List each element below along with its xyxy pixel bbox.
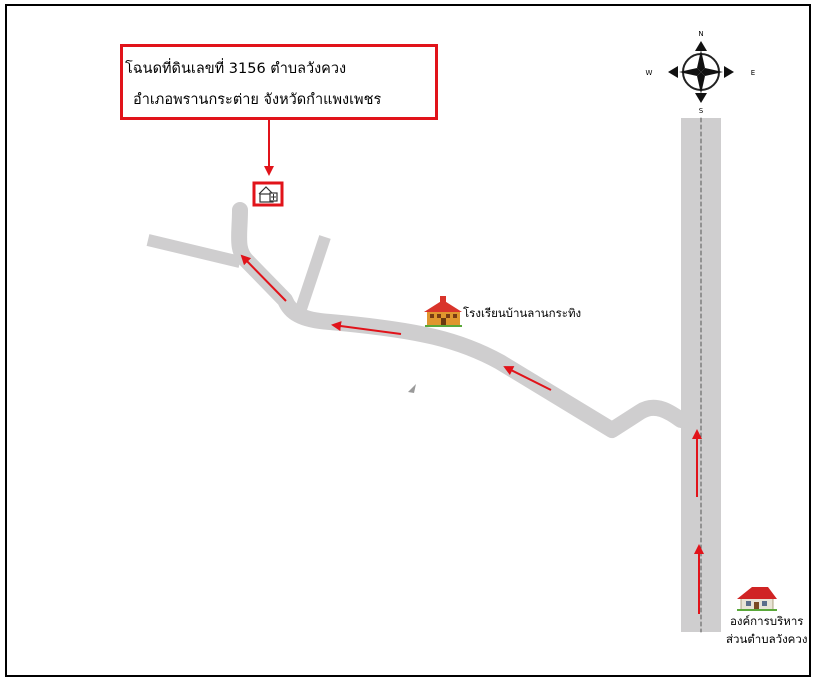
route-arrow: [503, 366, 552, 391]
map-frame: [5, 4, 811, 677]
route-arrow: [331, 321, 402, 335]
small-triangle-marker: [408, 384, 416, 393]
office-label-line-1: องค์การบริหาร: [729, 614, 804, 628]
title-line-1: โฉนดที่ดินเลขที่ 3156 ตำบลวังควง: [125, 61, 347, 77]
route-arrow: [240, 254, 287, 302]
route-arrows: [240, 120, 704, 614]
west-branch-road: [146, 234, 242, 268]
main-winding-road: [231, 202, 689, 438]
compass-north-label: N: [698, 30, 703, 38]
office-label: องค์การบริหาร ส่วนตำบลวังควง: [726, 612, 807, 648]
school-building-icon: [424, 296, 462, 327]
school-label: โรงเรียนบ้านลานกระทิง: [463, 306, 582, 320]
compass-west-label: W: [646, 69, 653, 77]
compass-east-label: E: [751, 69, 755, 77]
road-network: [146, 117, 721, 633]
north-branch-road: [292, 235, 331, 320]
title-line-2: อำเภอพรานกระต่าย จังหวัดกำแพงเพชร: [133, 92, 382, 108]
title-box: โฉนดที่ดินเลขที่ 3156 ตำบลวังควง อำเภอพร…: [120, 44, 438, 120]
land-plot-house-icon: [252, 181, 284, 207]
office-label-line-2: ส่วนตำบลวังควง: [726, 632, 808, 646]
compass-rose-icon: N S W E: [646, 30, 756, 115]
office-house-icon: [737, 587, 777, 611]
compass-south-label: S: [699, 107, 704, 115]
